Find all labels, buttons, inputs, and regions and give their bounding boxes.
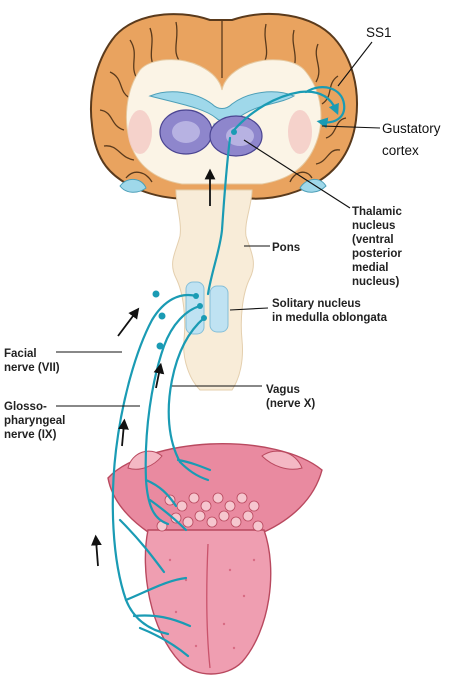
arrow-glosso-mid <box>118 418 129 447</box>
arrow-vagus-upper <box>153 362 165 389</box>
ss1-loop <box>304 86 346 129</box>
brainstem <box>172 189 254 391</box>
tongue-speckles <box>168 558 256 650</box>
label-glossopharyngeal-nerve: Glosso- pharyngeal nerve (IX) <box>4 401 69 441</box>
label-gustatory-cortex: Gustatory cortex <box>382 121 444 158</box>
label-pons: Pons <box>272 242 300 254</box>
label-thalamic-nucleus: Thalamic nucleus (ventral posterior medi… <box>352 206 405 288</box>
papillae <box>156 492 264 532</box>
leader-solitary <box>229 307 269 311</box>
lateral-ventricles <box>148 91 296 122</box>
brain-coronal-section <box>90 13 358 200</box>
arrow-facial-upper <box>117 307 140 337</box>
nerve-pathways <box>111 86 346 658</box>
epiglottis-right <box>261 450 303 470</box>
leader-lines <box>56 41 381 407</box>
facial-nerve-path <box>111 293 198 636</box>
tongue-body <box>144 529 272 675</box>
thalamocortical-projection <box>232 90 339 132</box>
tongue-midline <box>206 543 211 669</box>
arrow-facial-lower <box>91 534 102 567</box>
leader-ss1 <box>337 41 373 87</box>
tongue <box>107 443 323 675</box>
vagus-nerve-path <box>167 316 206 464</box>
left-temporal-horn <box>119 179 147 193</box>
label-ss1: SS1 <box>366 25 392 40</box>
leader-gustatory <box>321 125 381 129</box>
nerve-ganglia <box>152 129 237 350</box>
direction-arrows <box>91 168 216 567</box>
left-basal-ganglia <box>128 110 152 154</box>
label-solitary-nucleus: Solitary nucleus in medulla oblongata <box>272 298 388 324</box>
diagram-labels: SS1 Gustatory cortex Thalamic nucleus (v… <box>4 25 444 441</box>
ascending-gustatory-tract <box>206 136 232 296</box>
leader-thalamic <box>243 139 351 209</box>
label-vagus-nerve: Vagus (nerve X) <box>266 384 315 410</box>
label-facial-nerve: Facial nerve (VII) <box>4 348 60 374</box>
solitary-nucleus-right <box>209 285 229 333</box>
right-basal-ganglia <box>288 110 312 154</box>
left-thalamus-inner <box>172 121 200 143</box>
glossopharyngeal-nerve-path <box>144 304 202 526</box>
